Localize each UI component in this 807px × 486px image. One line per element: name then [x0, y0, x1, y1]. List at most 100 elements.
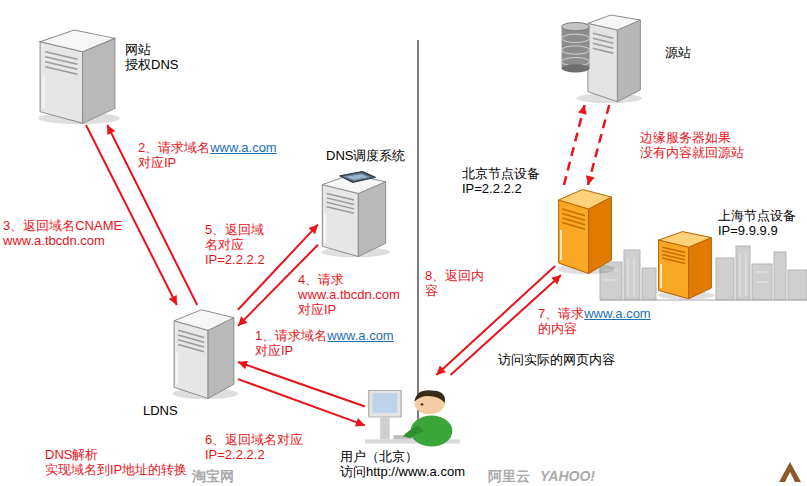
icon-face	[659, 240, 689, 299]
link-text: www.a.com	[210, 140, 276, 155]
step-label: 2、请求域名www.a.com 对应IP	[138, 140, 277, 170]
link-text: www.a.com	[327, 328, 393, 343]
text-line: IP=2.2.2.2	[205, 447, 303, 462]
divider-line	[418, 40, 419, 440]
text-run: 的内容	[538, 321, 577, 336]
vent-line	[593, 43, 614, 48]
text-line: www.a.tbcdn.com	[298, 287, 400, 302]
icon-face	[174, 321, 208, 399]
step-label: 6、返回域名对应 IP=2.2.2.2	[205, 432, 303, 462]
text-run: IP=2.2.2.2	[205, 447, 265, 462]
node-label: 网站 授权DNS	[125, 42, 178, 72]
text-run: 1、请求域名	[255, 328, 327, 343]
icon-face	[40, 42, 83, 124]
highlight	[43, 75, 45, 108]
flow-arrow	[238, 362, 365, 407]
node-icon	[555, 185, 615, 275]
server-node: DNS调度系统	[318, 170, 390, 258]
text-run: 2、请求域名	[138, 140, 210, 155]
node-icon	[318, 170, 390, 258]
monitor	[369, 390, 401, 417]
icon-face	[322, 185, 358, 257]
watermark: YAHOO!	[540, 469, 595, 484]
text-line: 对应IP	[255, 343, 394, 358]
database-body	[562, 27, 590, 69]
icon-face	[689, 238, 712, 299]
node-label: LDNS	[143, 403, 178, 418]
text-run: 对应IP	[138, 155, 176, 170]
server-node: 网站 授权DNS	[35, 25, 120, 125]
text-line: 源站	[665, 45, 691, 60]
text-line: 对应IP	[138, 155, 277, 170]
node-label: 用户（北京） 访问http://www.a.com	[340, 449, 465, 479]
step-label: 3、返回域名CNAME www.a.tbcdn.com	[3, 218, 122, 248]
database-band	[562, 46, 590, 54]
text-line: 4、请求	[298, 272, 400, 287]
text-line: LDNS	[143, 403, 178, 418]
corner-icon-inner	[785, 472, 795, 482]
vent-line	[45, 67, 77, 75]
database-bottom	[562, 64, 590, 72]
text-line: 淘宝网	[192, 469, 234, 484]
text-line: 北京节点设备	[462, 166, 540, 181]
vent-line	[178, 345, 204, 352]
text-line: 3、返回域名CNAME	[3, 218, 122, 233]
text-line: 上海节点设备	[718, 208, 796, 223]
text-line: YAHOO!	[540, 469, 595, 484]
text-run: IP=2.2.2.2	[205, 252, 265, 267]
node-label: 源站	[665, 45, 691, 60]
icon-face	[588, 15, 640, 30]
step-label: 5、返回域 名对应 IP=2.2.2.2	[205, 222, 265, 267]
note-label: 边缘服务器如果 没有内容就回源站	[640, 130, 744, 160]
text-run: www.a.tbcdn.com	[298, 287, 400, 302]
node-icon	[170, 305, 238, 400]
icon-face	[559, 190, 612, 210]
text-run: 3、返回域名CNAME	[3, 218, 122, 233]
text-line: 7、请求www.a.com	[538, 306, 651, 321]
server-node: 北京节点设备 IP=2.2.2.2	[555, 185, 615, 275]
corner-icon	[779, 462, 801, 482]
user-node: 用户（北京） 访问http://www.a.com	[365, 375, 460, 445]
text-run: 4、请求	[298, 272, 344, 287]
highlight	[660, 264, 662, 288]
text-line: 用户（北京）	[340, 449, 465, 464]
note-label: DNS解析 实现域名到IP地址的转换	[45, 447, 187, 477]
highlight	[560, 230, 562, 260]
step-label: 7、请求www.a.com 的内容	[538, 306, 651, 336]
text-line: 5、返回域	[205, 222, 265, 237]
dashed-arrow	[588, 105, 609, 185]
step-label: 4、请求 www.a.tbcdn.com 对应IP	[298, 272, 400, 317]
text-run: 容	[425, 283, 438, 298]
icon-face	[358, 182, 385, 257]
icon-face	[344, 174, 370, 181]
text-line: DNS解析	[45, 447, 187, 462]
icon-face	[83, 38, 115, 123]
node-label: DNS调度系统	[326, 148, 405, 163]
step-label: 8、返回内 容	[425, 268, 484, 298]
highlight	[176, 353, 178, 385]
text-run: 7、请求	[538, 306, 584, 321]
text-run: 5、返回域	[205, 222, 264, 237]
link-text: www.a.com	[584, 306, 650, 321]
vent-line	[593, 48, 614, 53]
icon-face	[617, 20, 640, 102]
server-node: LDNS	[170, 305, 238, 400]
text-line: 8、返回内	[425, 268, 484, 283]
text-run: 对应IP	[298, 302, 336, 317]
text-line: 边缘服务器如果	[640, 130, 744, 145]
icon-face	[659, 232, 712, 248]
vent-line	[562, 223, 585, 230]
text-line: IP=2.2.2.2	[462, 181, 540, 196]
vent-line	[662, 258, 685, 263]
node-label: 北京节点设备 IP=2.2.2.2	[462, 166, 540, 196]
text-run: www.a.tbcdn.com	[3, 233, 105, 248]
text-line: 授权DNS	[125, 57, 178, 72]
node-label: 上海节点设备 IP=9.9.9.9	[718, 208, 796, 238]
watermark: 阿里云	[488, 469, 530, 484]
text-line: 访问http://www.a.com	[340, 464, 465, 479]
text-line: 网站	[125, 42, 178, 57]
watermark: 淘宝网	[192, 469, 234, 484]
text-line: 对应IP	[298, 302, 400, 317]
server-node: 源站	[560, 5, 642, 105]
